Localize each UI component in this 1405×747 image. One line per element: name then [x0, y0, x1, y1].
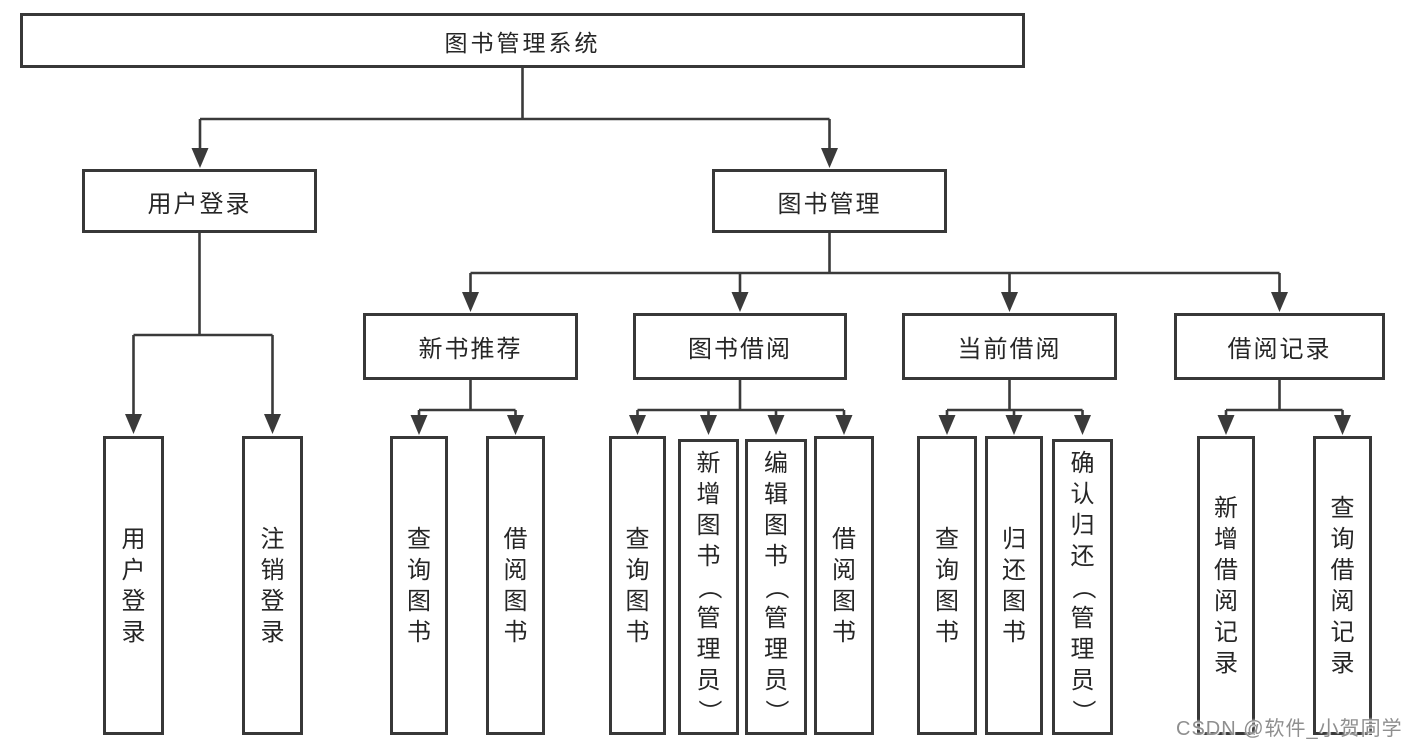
leaf-query-books-recommend: 查询图书 — [390, 436, 448, 735]
leaf-query-books-borrow: 查询图书 — [609, 436, 666, 735]
leaf-edit-books-admin: 编辑图书（管理员） — [745, 439, 807, 735]
leaf-borrow-books: 借阅图书 — [814, 436, 874, 735]
leaf-borrow-books-recommend: 借阅图书 — [486, 436, 545, 735]
node-book-borrowing: 图书借阅 — [633, 313, 847, 380]
leaf-confirm-return-admin: 确认归还（管理员） — [1052, 439, 1113, 735]
node-new-book-recommend: 新书推荐 — [363, 313, 578, 380]
node-user-login: 用户登录 — [82, 169, 317, 233]
node-current-borrowing: 当前借阅 — [902, 313, 1117, 380]
leaf-logout: 注销登录 — [242, 436, 303, 735]
leaf-query-books-current: 查询图书 — [917, 436, 977, 735]
node-book-management: 图书管理 — [712, 169, 947, 233]
leaf-query-borrow-record: 查询借阅记录 — [1313, 436, 1372, 735]
leaf-add-books-admin: 新增图书（管理员） — [678, 439, 739, 735]
node-library-system: 图书管理系统 — [20, 13, 1025, 68]
leaf-user-login: 用户登录 — [103, 436, 164, 735]
watermark-text: CSDN @软件_小贺同学 — [1176, 718, 1403, 740]
node-borrowing-records: 借阅记录 — [1174, 313, 1385, 380]
leaf-return-books: 归还图书 — [985, 436, 1043, 735]
leaf-add-borrow-record: 新增借阅记录 — [1197, 436, 1255, 735]
